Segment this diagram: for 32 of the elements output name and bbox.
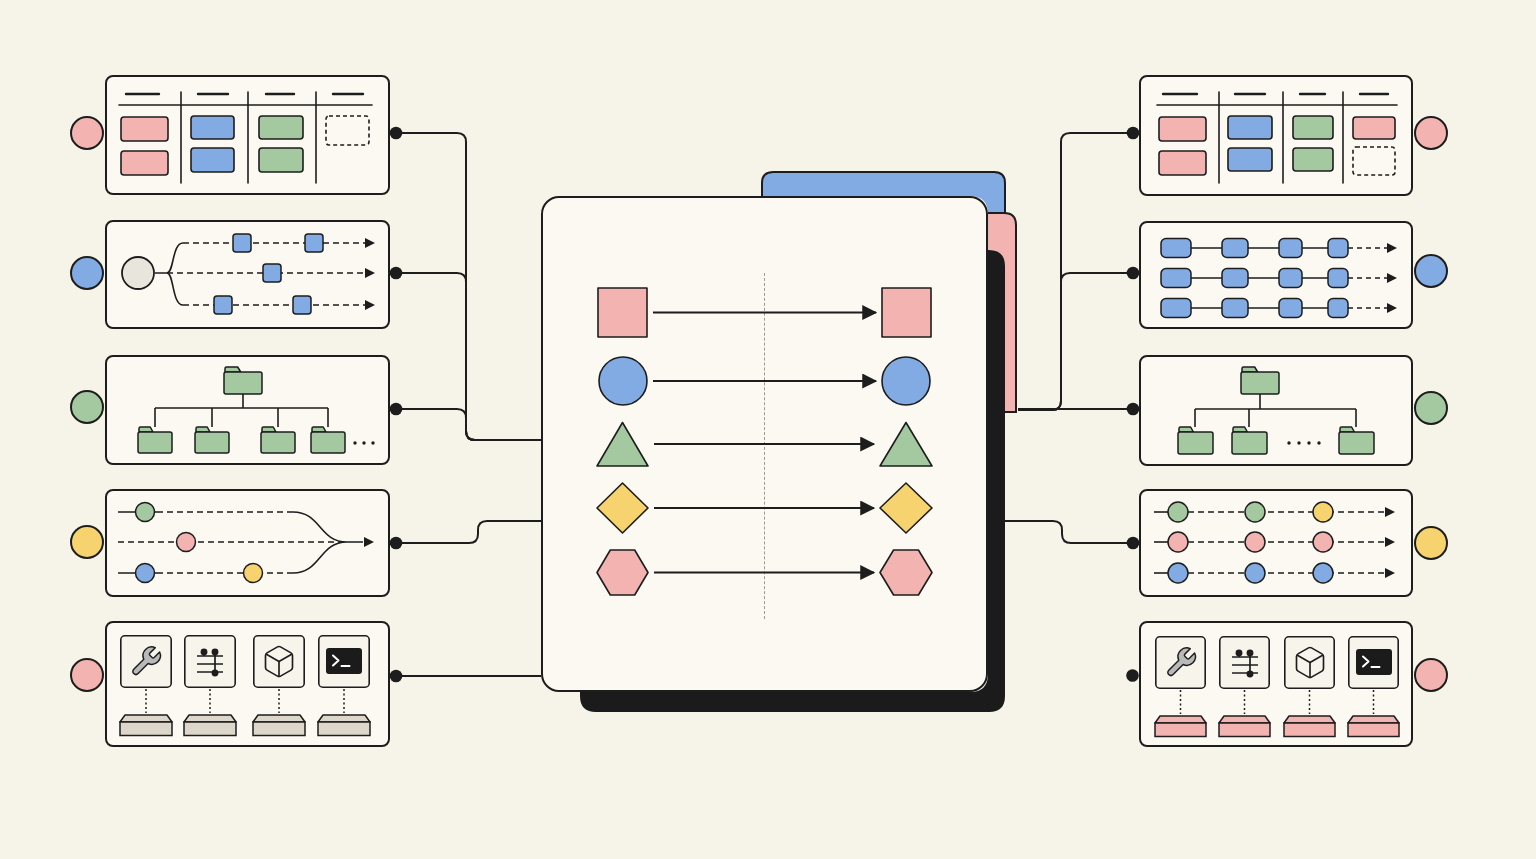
circle-shape bbox=[881, 356, 931, 406]
square-shape bbox=[597, 287, 648, 338]
card-stack bbox=[541, 171, 1018, 713]
folder-tree-panel bbox=[105, 355, 390, 465]
square-shape bbox=[881, 287, 932, 338]
connector-line bbox=[389, 669, 542, 683]
connector-line bbox=[1004, 520, 1140, 550]
connector-line bbox=[1017, 266, 1140, 411]
toolkit-panel bbox=[1139, 621, 1413, 747]
timeline-panel bbox=[1139, 489, 1413, 597]
branch-flow-panel bbox=[105, 220, 390, 329]
arrow bbox=[653, 500, 876, 516]
toolkit-panel bbox=[105, 621, 390, 747]
diamond-shape bbox=[596, 482, 649, 534]
connector-line bbox=[1017, 402, 1140, 416]
triangle-shape bbox=[879, 421, 933, 467]
circle-shape bbox=[598, 356, 648, 406]
hexagon-shape bbox=[879, 549, 933, 596]
kanban-panel bbox=[1139, 75, 1413, 196]
triangle-shape bbox=[596, 421, 649, 467]
connector-line bbox=[389, 402, 542, 441]
merge-flow-panel bbox=[105, 489, 390, 597]
arrow bbox=[653, 436, 876, 452]
connector-line bbox=[389, 520, 542, 550]
folder-tree-panel bbox=[1139, 355, 1413, 466]
pipeline-panel bbox=[1139, 221, 1413, 329]
diamond-shape bbox=[879, 482, 933, 534]
arrow bbox=[652, 305, 878, 320]
arrow bbox=[653, 565, 876, 580]
arrow bbox=[652, 373, 878, 389]
hexagon-shape bbox=[596, 549, 649, 596]
kanban-panel bbox=[105, 75, 390, 195]
